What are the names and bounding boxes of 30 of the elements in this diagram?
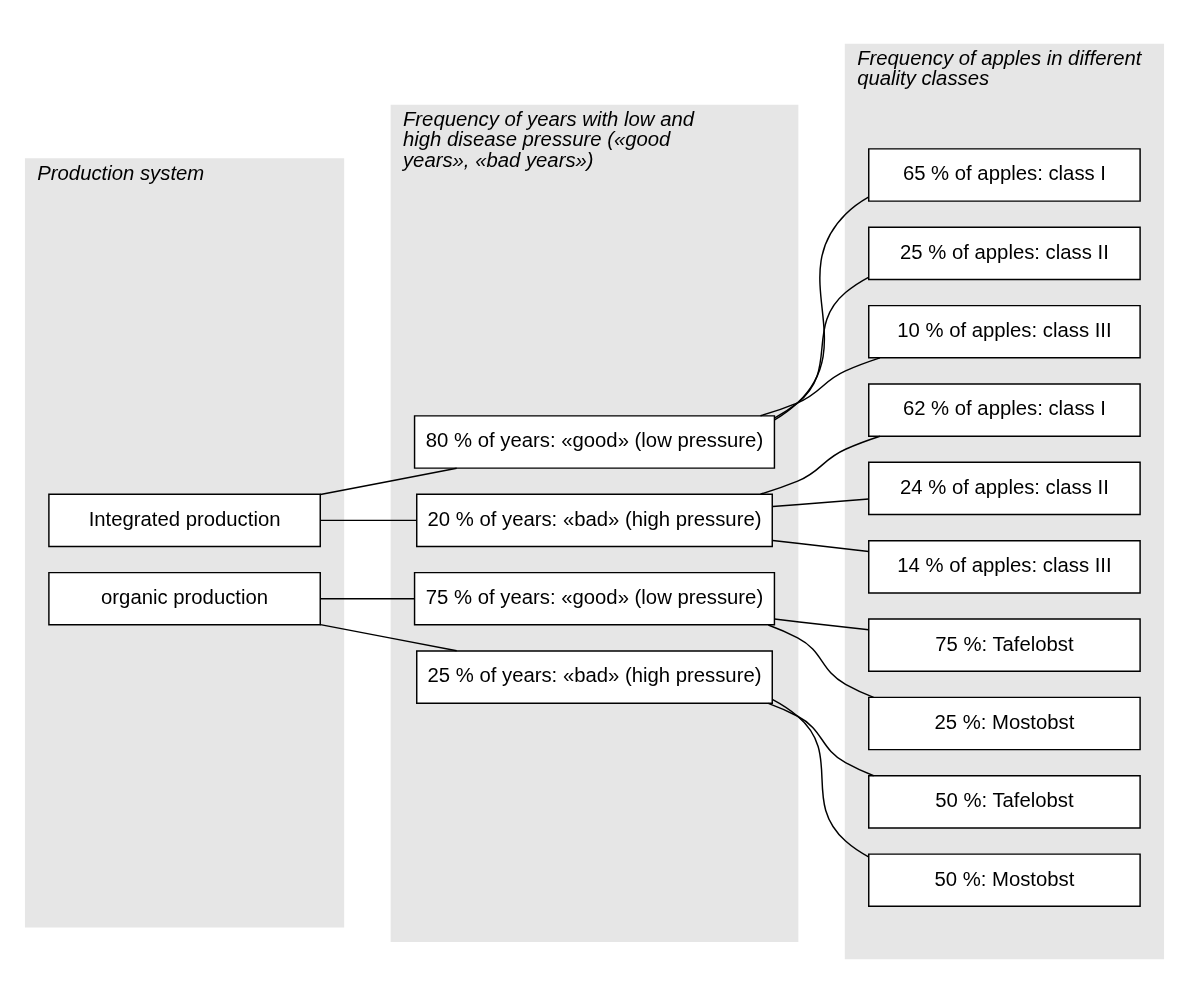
node-box: 25 % of apples: class II <box>868 226 1141 281</box>
connector <box>767 624 875 699</box>
node-box: 62 % of apples: class I <box>868 383 1141 437</box>
node-box: 25 % of years: «bad» (high pressure) <box>416 650 773 704</box>
node-box: 65 % of apples: class I <box>868 148 1141 202</box>
node-box: Integrated production <box>48 493 321 548</box>
node-box: 75 %: Tafelobst <box>868 618 1141 672</box>
connector <box>772 498 870 508</box>
connector <box>319 598 416 600</box>
node-box: 14 % of apples: class III <box>868 539 1141 594</box>
node-box: 10 % of apples: class III <box>868 304 1141 359</box>
connector <box>319 467 458 496</box>
node-box: 24 % of apples: class II <box>868 461 1141 516</box>
connector <box>767 702 875 777</box>
connector <box>773 196 870 421</box>
connector <box>319 519 418 522</box>
node-box: 25 %: Mostobst <box>868 696 1141 751</box>
node-box: 50 %: Mostobst <box>868 853 1141 908</box>
node-box: 20 % of years: «bad» (high pressure) <box>416 493 773 548</box>
connector <box>759 357 881 417</box>
node-box: 75 % of years: «good» (low pressure) <box>413 571 776 626</box>
node-box: 80 % of years: «good» (low pressure) <box>413 415 776 469</box>
connector <box>772 698 870 858</box>
node-box: organic production <box>48 571 321 626</box>
connector <box>774 276 870 419</box>
connector <box>773 618 870 631</box>
connector <box>759 435 881 495</box>
node-box: 50 %: Tafelobst <box>868 775 1141 829</box>
connector <box>772 539 870 553</box>
connector <box>319 623 458 652</box>
